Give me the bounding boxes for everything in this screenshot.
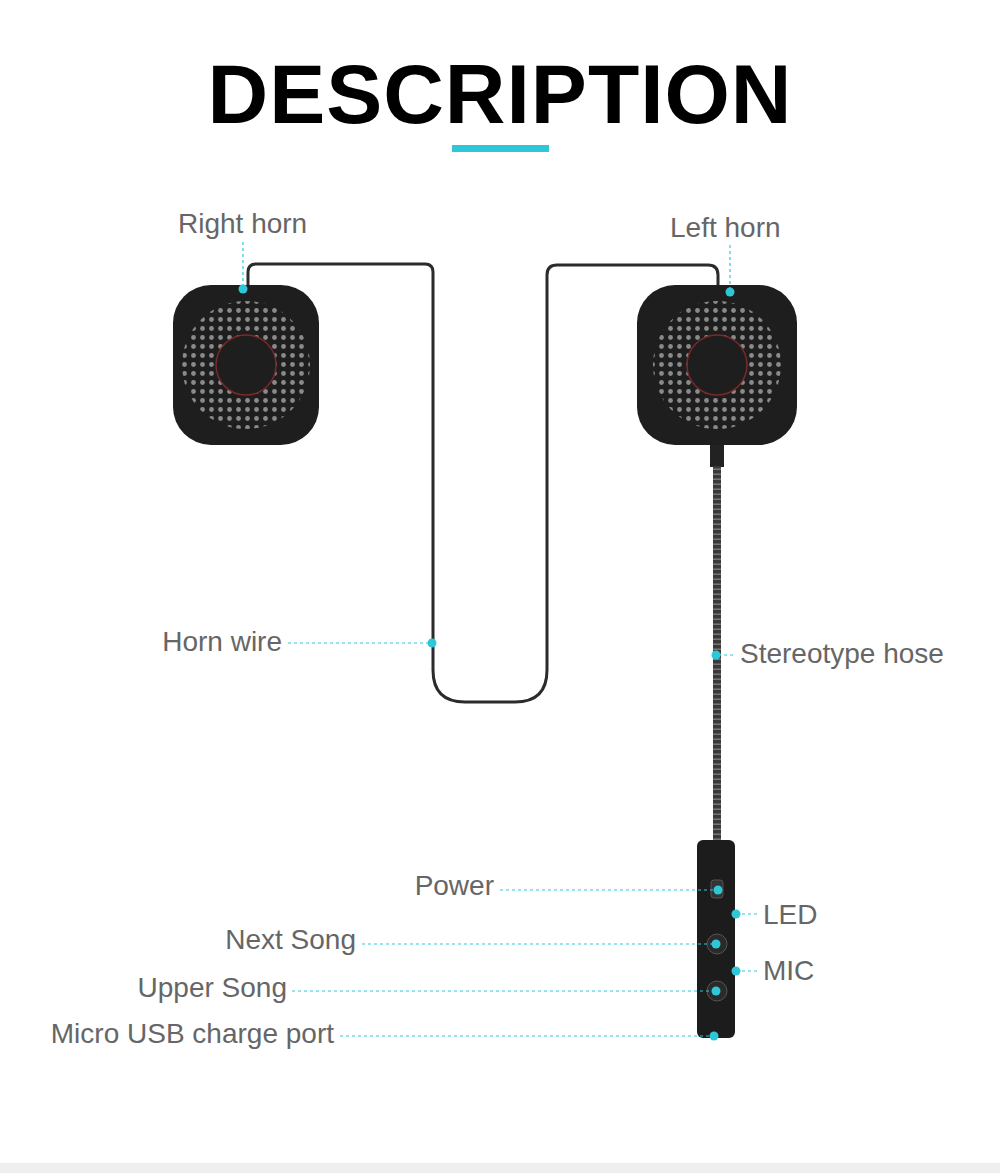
- part-label: Horn wire: [162, 628, 282, 656]
- title-underline: [452, 145, 549, 152]
- page-title: DESCRIPTION: [0, 52, 1000, 136]
- hose-collar: [710, 445, 724, 467]
- part-label: Left horn: [670, 214, 781, 242]
- bottom-band: [0, 1163, 1000, 1173]
- part-label: LED: [763, 901, 817, 929]
- left-horn-speaker: [637, 285, 797, 445]
- leader-lines: [243, 242, 758, 1036]
- part-label: Power: [415, 872, 494, 900]
- part-label: Stereotype hose: [740, 640, 944, 668]
- control-box: [697, 840, 735, 1038]
- part-label: Upper Song: [138, 974, 287, 1002]
- part-label: Right horn: [178, 210, 307, 238]
- part-label: MIC: [763, 957, 814, 985]
- right-horn-speaker: [173, 285, 319, 445]
- part-label: Micro USB charge port: [51, 1020, 334, 1048]
- part-label: Next Song: [225, 926, 356, 954]
